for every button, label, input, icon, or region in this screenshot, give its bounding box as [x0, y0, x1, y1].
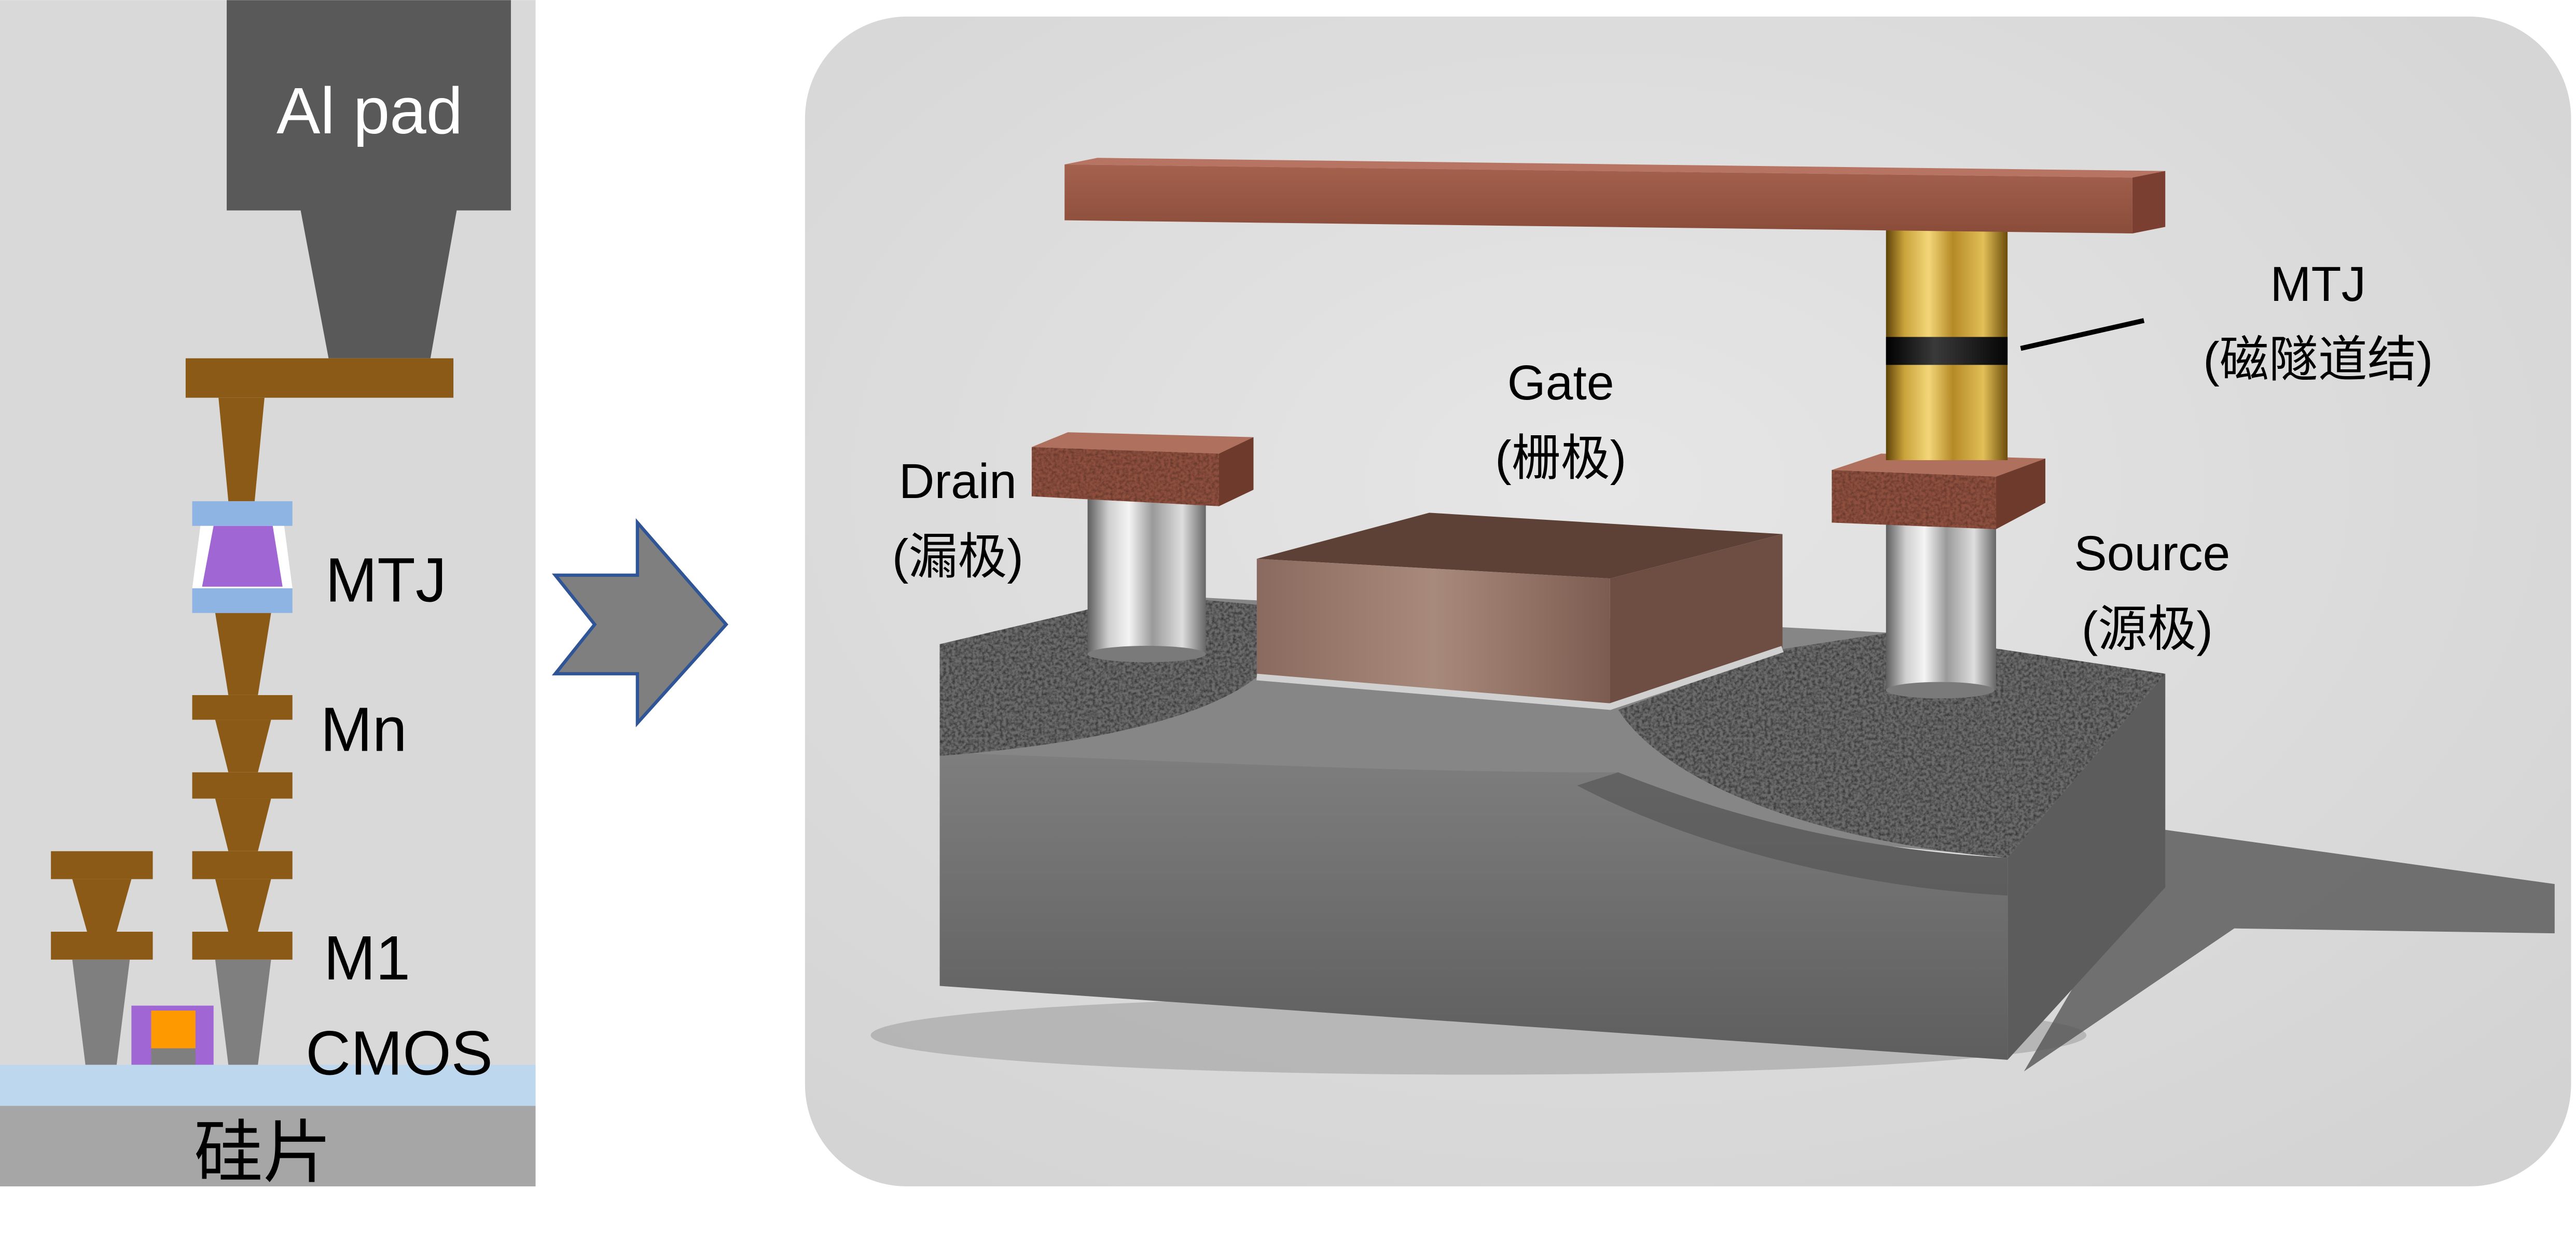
drain-pad-right: [1218, 437, 1254, 506]
m1-metal-pad-right: [192, 931, 293, 960]
mtj-label-cn: (磁隧道结): [2203, 333, 2433, 388]
source-pad-right: [1996, 458, 2046, 530]
mn-metal-pad-3: [192, 851, 293, 879]
source-diffusion-texture: [1618, 632, 2166, 858]
mtj-pillar: [1886, 227, 2008, 461]
contact-vias: [72, 959, 271, 1065]
mn-layer-label: Mn: [321, 695, 407, 765]
bit-line-front-face: [1064, 164, 2132, 233]
mn-via-2: [215, 798, 271, 851]
drain-contact-pillar: [1087, 493, 1206, 654]
al-pad-label: Al pad: [276, 74, 463, 147]
mtj-layer-label: MTJ: [325, 545, 447, 615]
metal-interconnect-stack: [51, 358, 454, 960]
substrate-right-face: [2007, 673, 2166, 1060]
cmos-transistor: [131, 1005, 214, 1065]
gate-front-face: [1256, 559, 1610, 707]
mtj-leader-line: [2020, 318, 2145, 351]
mtj-stack: [192, 501, 293, 613]
drain-pillar-base: [1087, 645, 1206, 662]
drain-label-cn: (漏极): [892, 530, 1023, 585]
cmos-gate-oxide: [151, 1048, 196, 1065]
al-pad: [227, 0, 511, 358]
m1-metal-pad-left: [51, 931, 153, 960]
mn-via-1: [215, 720, 271, 772]
mtj-bottom-via: [215, 613, 271, 695]
contact-via-left: [72, 959, 130, 1065]
bit-line-top-face: [1064, 158, 2166, 178]
substrate-oxide-layer: [0, 1065, 536, 1106]
contact-via-right: [215, 959, 271, 1065]
source-label-cn: (源极): [2082, 602, 2213, 657]
m1-layer-label: M1: [324, 923, 410, 993]
source-contact: [1832, 453, 2046, 699]
mn-metal-pad-2: [192, 772, 293, 799]
mn-metal-pad-1: [192, 695, 293, 720]
mtj-top-electrode: [192, 501, 293, 526]
cross-section-panel: Al pad: [0, 0, 536, 1192]
mn-via-3: [215, 879, 271, 932]
silicon-wafer: [0, 1105, 536, 1186]
source-label: Source: [2074, 526, 2230, 581]
mtj-free-layer: [202, 526, 283, 587]
gate-top-face: [1256, 513, 1783, 579]
gate-label: Gate: [1507, 355, 1614, 410]
cmos-layer-label: CMOS: [306, 1018, 493, 1088]
bit-line-right-face: [2132, 171, 2166, 233]
device-render-panel: Drain (漏极) Gate (栅极) MTJ (磁隧道结) Source (…: [805, 16, 2571, 1186]
source-pillar-base: [1886, 682, 1995, 699]
gate-oxide: [1256, 646, 1784, 710]
top-bit-line: [1064, 158, 2166, 233]
mtj-bottom-electrode: [192, 588, 293, 613]
right-arrow-icon: [551, 518, 729, 728]
source-contact-pillar: [1886, 522, 1997, 690]
drain-pad-top: [1031, 432, 1254, 454]
top-via: [218, 397, 265, 502]
gate-electrode: [1256, 513, 1784, 710]
drain-label: Drain: [899, 454, 1017, 509]
well-boundary-shading: [1577, 772, 2008, 896]
m2-metal-pad-left: [51, 851, 153, 879]
mtj-label: MTJ: [2270, 257, 2366, 312]
top-metal-line: [185, 358, 454, 398]
drain-pad-texture: [1031, 447, 1219, 506]
drain-contact: [1031, 432, 1254, 662]
mtj-tunnel-barrier-band: [1886, 337, 2008, 365]
gate-label-cn: (栅极): [1495, 431, 1626, 486]
silicon-wafer-label: 硅片: [194, 1115, 332, 1192]
left-via: [72, 879, 132, 932]
cmos-gate: [151, 1011, 196, 1048]
source-pad-texture: [1832, 470, 1997, 530]
substrate-block: [939, 595, 2166, 1060]
